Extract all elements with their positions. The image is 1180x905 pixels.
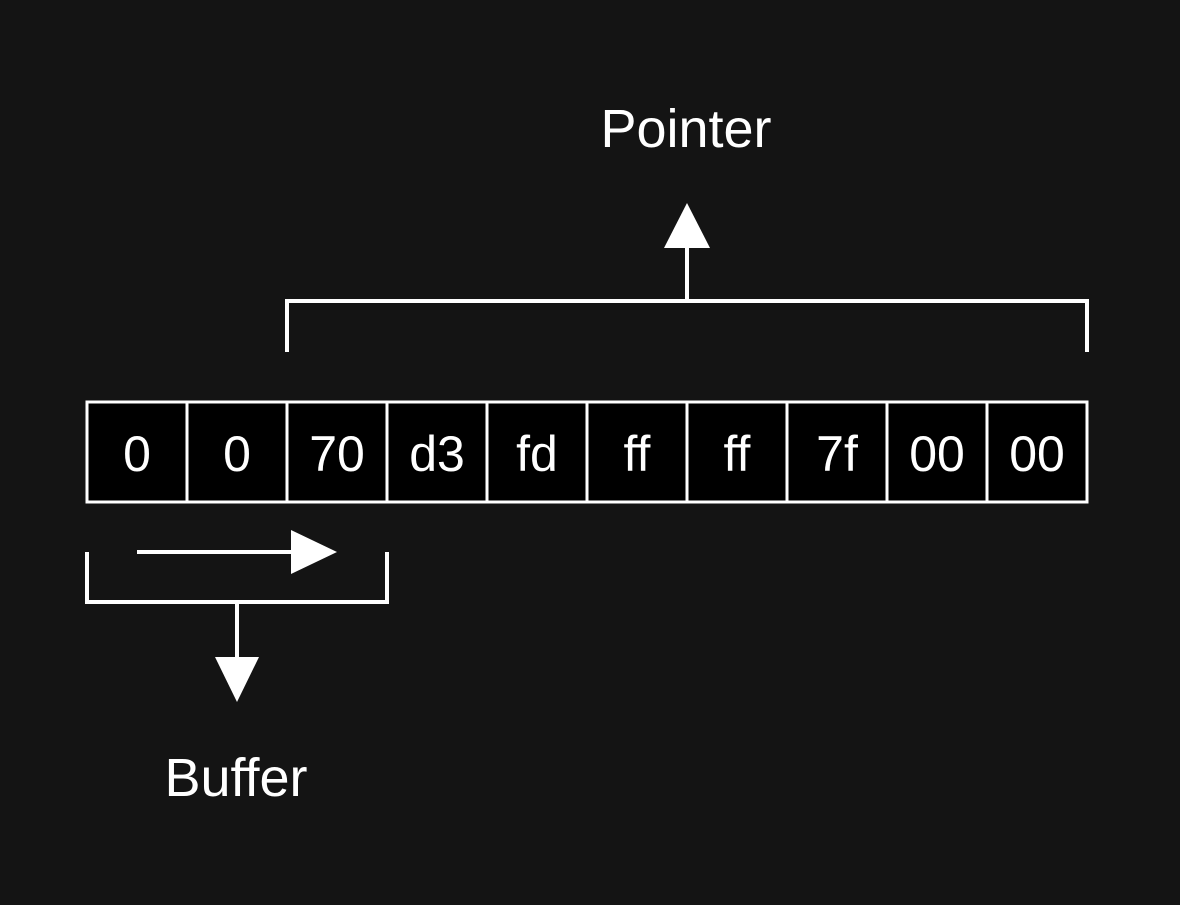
memory-cell: d3 — [385, 400, 489, 504]
buffer-bracket — [85, 552, 389, 604]
memory-cell-value: 70 — [309, 426, 365, 482]
buffer-arrow — [215, 602, 259, 702]
memory-cell: 00 — [885, 400, 989, 504]
memory-cell-value: ff — [624, 426, 651, 482]
memory-cell-box — [885, 400, 989, 504]
memory-cell-value: 0 — [223, 426, 251, 482]
memory-cell-value: d3 — [409, 426, 465, 482]
memory-cell-value: ff — [724, 426, 751, 482]
memory-cell: 0 — [85, 400, 189, 504]
memory-cell: 0 — [185, 400, 289, 504]
memory-cell: 7f — [785, 400, 889, 504]
memory-cell-value: fd — [516, 426, 558, 482]
memory-cell-value: 7f — [816, 426, 858, 482]
memory-cell-value: 00 — [1009, 426, 1065, 482]
memory-cell: fd — [485, 400, 589, 504]
memory-cell: 00 — [985, 400, 1089, 504]
memory-cell-value: 00 — [909, 426, 965, 482]
direction-arrow — [137, 530, 337, 574]
memory-cell: ff — [585, 400, 689, 504]
pointer-bracket — [285, 299, 1089, 352]
memory-cell: ff — [685, 400, 789, 504]
memory-cell-box — [285, 400, 389, 504]
buffer-label: Buffer — [164, 748, 307, 808]
memory-cell-box — [985, 400, 1089, 504]
memory-cell: 70 — [285, 400, 389, 504]
pointer-arrow — [664, 203, 710, 301]
memory-cell-box — [185, 400, 289, 504]
memory-cell-value: 0 — [123, 426, 151, 482]
pointer-label: Pointer — [600, 99, 771, 159]
